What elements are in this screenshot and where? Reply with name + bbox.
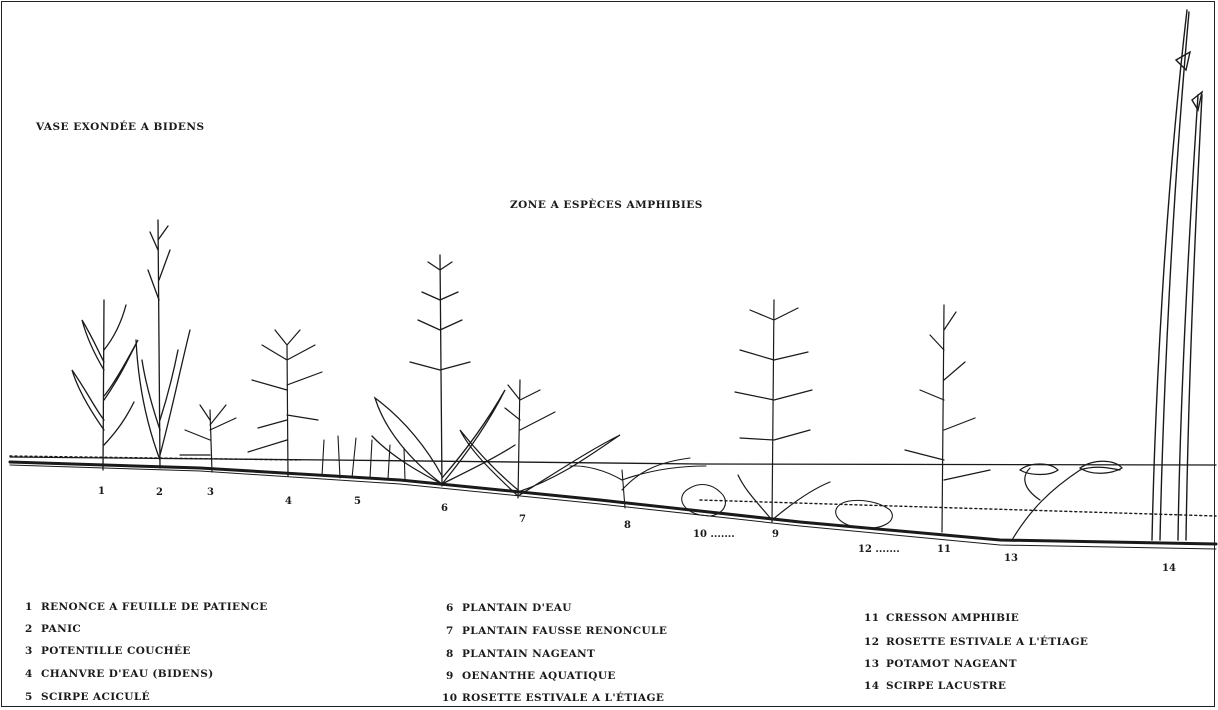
marker-13: 13 — [1004, 553, 1018, 564]
marker-10: 10 ....... — [693, 529, 735, 540]
marker-11: 11 — [937, 544, 951, 555]
legend-item-4: 4CHANVRE D'EAU (BIDENS) — [25, 668, 214, 680]
legend-item-11: 11CRESSON AMPHIBIE — [864, 612, 1019, 624]
legend-item-2: 2PANIC — [25, 623, 81, 635]
legend-item-1: 1RENONCE A FEUILLE DE PATIENCE — [25, 601, 268, 613]
plant-4 — [248, 330, 322, 476]
plant-9 — [735, 300, 830, 522]
legend-item-10: 10ROSETTE ESTIVALE A L'ÉTIAGE — [442, 692, 664, 704]
marker-8: 8 — [624, 520, 631, 531]
marker-9: 9 — [772, 529, 779, 540]
plant-6 — [372, 255, 515, 486]
marker-1: 1 — [98, 486, 105, 497]
marker-4: 4 — [285, 496, 292, 507]
plant-3 — [180, 405, 236, 472]
plant-7 — [460, 380, 620, 498]
legend-item-14: 14SCIRPE LACUSTRE — [864, 680, 1006, 692]
marker-7: 7 — [519, 514, 526, 525]
marker-2: 2 — [156, 487, 163, 498]
legend-item-3: 3POTENTILLE COUCHÉE — [25, 645, 191, 657]
marker-14: 14 — [1162, 563, 1176, 574]
legend-item-12: 12ROSETTE ESTIVALE A L'ÉTIAGE — [864, 636, 1088, 648]
legend-item-9: 9OENANTHE AQUATIQUE — [446, 670, 616, 682]
legend-item-7: 7PLANTAIN FAUSSE RENONCULE — [446, 625, 667, 637]
legend-item-5: 5SCIRPE ACICULÉ — [25, 691, 150, 703]
plant-14 — [1152, 10, 1202, 540]
zone-label-exondee: VASE EXONDÉE A BIDENS — [36, 121, 205, 133]
legend-item-8: 8PLANTAIN NAGEANT — [446, 648, 595, 660]
plant-1 — [72, 300, 138, 470]
marker-5: 5 — [354, 496, 361, 507]
marker-3: 3 — [207, 487, 214, 498]
zone-label-amphibies: ZONE A ESPÈCES AMPHIBIES — [510, 199, 703, 211]
legend-item-6: 6PLANTAIN D'EAU — [446, 602, 572, 614]
plant-12 — [836, 500, 893, 528]
marker-12: 12 ....... — [858, 544, 900, 555]
marker-6: 6 — [441, 503, 448, 514]
plant-11 — [905, 305, 990, 532]
plant-5 — [322, 436, 405, 480]
legend-item-13: 13POTAMOT NAGEANT — [864, 658, 1017, 670]
plant-13 — [1012, 461, 1122, 540]
plant-2 — [136, 220, 190, 468]
